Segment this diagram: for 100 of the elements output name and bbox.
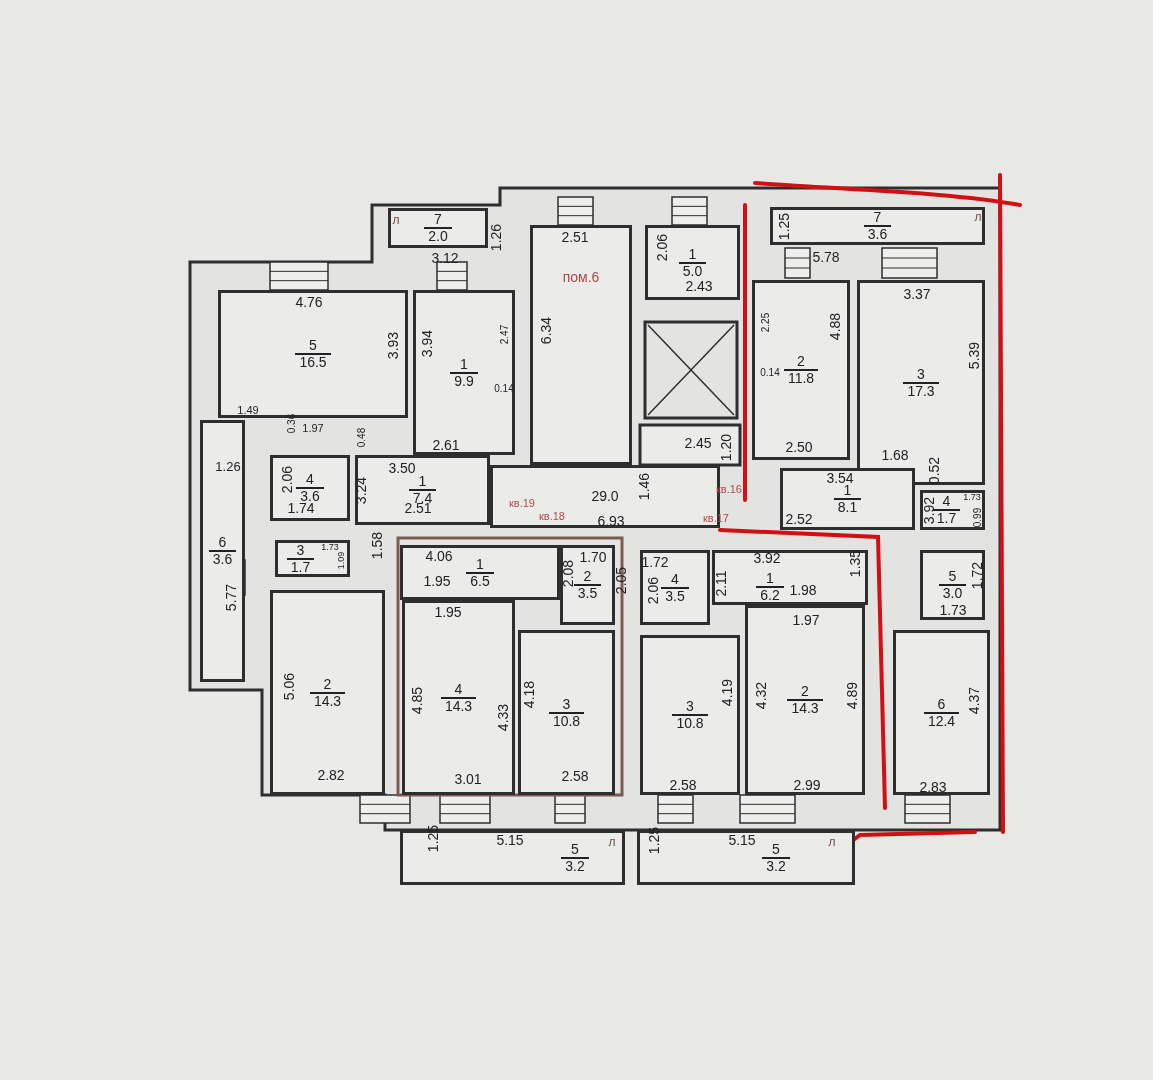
room: [857, 280, 985, 485]
room-number: 1: [476, 556, 484, 572]
room: [893, 630, 990, 795]
dimension-label: 1.72: [970, 561, 986, 589]
dimension-label: 2.99: [793, 777, 821, 793]
room-number: 3: [562, 696, 571, 712]
dimension-label: 0.48: [355, 427, 369, 447]
room-area: 2.0: [424, 227, 452, 244]
room-number: 4: [942, 494, 951, 509]
room-number: 1: [460, 356, 468, 372]
room-label: пом.6: [562, 270, 600, 285]
dimension-label: 1.70: [579, 549, 607, 565]
dimension-label: 5.15: [496, 832, 524, 848]
dimension-label: 3.54: [826, 470, 854, 486]
apartment-number: кв.18: [539, 508, 565, 524]
dimension-label: 2.05: [614, 566, 630, 594]
dimension-label: 3.92: [753, 550, 781, 566]
room-number: 7: [434, 212, 442, 227]
dimension-label: 4.37: [967, 686, 983, 714]
dimension-label: 4.85: [410, 686, 426, 714]
dimension-label: 2.58: [561, 768, 589, 784]
dimension-label: 3.24: [354, 476, 370, 504]
room-area: 1.7: [286, 557, 315, 575]
room-area: 10.8: [672, 714, 708, 731]
room: [712, 550, 868, 605]
dimension-label: 2.52: [785, 511, 813, 527]
dimension-label: 2.11: [713, 569, 729, 597]
dimension-label: 5.15: [728, 832, 756, 848]
dimension-label: 1.73: [939, 602, 967, 618]
room-area: 3.6: [208, 550, 237, 567]
dimension-label: 1.73: [321, 540, 339, 552]
room: [770, 207, 985, 245]
room-area: 3.6: [296, 487, 324, 504]
dimension-label: 5.06: [282, 672, 298, 700]
room-number: 2: [797, 354, 805, 369]
room-number: 2: [323, 676, 332, 692]
dimension-label: 1.46: [637, 472, 653, 500]
dimension-label: 1.97: [302, 420, 324, 436]
room-number: 1: [843, 483, 852, 498]
dimension-label: 2.47: [498, 324, 512, 344]
room: [275, 540, 350, 577]
room-number: 1: [688, 246, 697, 262]
dimension-label: 1.95: [434, 604, 462, 620]
room-area: 14.3: [440, 696, 477, 714]
room-number: 6: [218, 535, 227, 550]
dimension-label: 6.93: [597, 513, 625, 529]
room-number: 7: [873, 210, 882, 225]
room-area: 6.5: [466, 571, 494, 589]
room: [645, 225, 740, 300]
room-number: 3: [296, 542, 305, 558]
room: [413, 290, 515, 455]
dimension-label: 1.97: [792, 612, 820, 628]
room-area: 5.0: [678, 261, 707, 279]
room-area: 6.2: [756, 585, 784, 603]
room: [355, 455, 490, 525]
room-area: 3.2: [561, 856, 589, 874]
room: [518, 630, 615, 795]
room-area: 3.5: [661, 586, 689, 604]
room-area: 14.3: [787, 699, 823, 716]
dimension-label: 3.50: [388, 460, 416, 476]
room-number: 4: [671, 571, 679, 587]
dimension-label: 1.26: [215, 458, 241, 474]
dimension-label: 2.50: [785, 439, 813, 455]
room: [270, 590, 385, 795]
dimension-label: 0.52: [927, 456, 943, 484]
dimension-label: 1.98: [789, 582, 817, 598]
room-number: 2: [801, 684, 809, 699]
dimension-label: 0.99: [971, 507, 985, 527]
dimension-label: 2.06: [280, 465, 296, 493]
room-number: 5: [948, 569, 957, 584]
dimension-label: 2.82: [317, 767, 345, 783]
room-number: 4: [306, 472, 314, 487]
room-number: 2: [583, 569, 592, 584]
dimension-label: 2.25: [759, 312, 773, 332]
room-area: 3.6: [863, 225, 892, 242]
room: [530, 225, 632, 465]
dimension-label: 4.18: [522, 680, 538, 708]
room-area: 14.3: [309, 691, 346, 709]
room-area: 3.2: [762, 856, 790, 874]
room-number: 4: [454, 681, 463, 697]
dimension-label: 3.93: [386, 331, 402, 359]
room: [560, 545, 615, 625]
dimension-label: 2.61: [432, 437, 460, 453]
dimension-label: 1.73: [963, 490, 981, 504]
room-number: 1: [418, 474, 427, 489]
room: [400, 545, 560, 600]
dimension-label: 1.25: [777, 212, 793, 240]
dimension-label: 2.83: [919, 779, 947, 795]
room-area: 12.4: [923, 711, 960, 729]
loggia-mark: л: [828, 834, 836, 850]
loggia-mark: л: [392, 212, 400, 228]
dimension-label: 5.78: [812, 249, 840, 265]
room-number: 6: [937, 696, 946, 712]
apartment-number: кв.19: [509, 495, 535, 511]
dimension-label: 4.06: [425, 548, 453, 564]
dimension-label: 2.43: [685, 278, 713, 294]
dimension-label: 1.58: [370, 531, 386, 559]
dimension-label: 1.49: [237, 402, 259, 418]
room: [920, 490, 985, 530]
loggia-mark: л: [974, 209, 982, 225]
